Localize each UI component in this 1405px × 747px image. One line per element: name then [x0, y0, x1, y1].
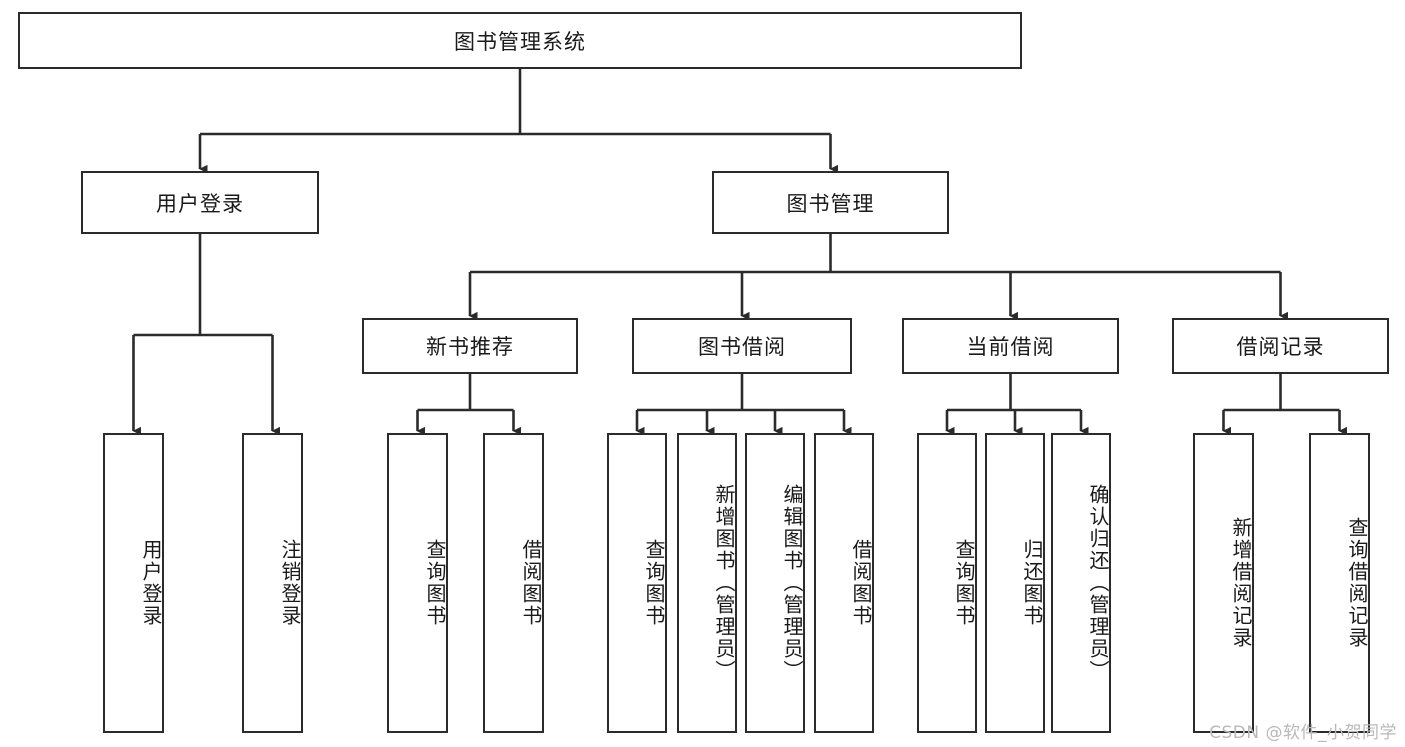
node-label: 借阅记录 [1236, 335, 1325, 359]
node-label: 查询图书 [642, 539, 666, 627]
node-label: 新书推荐 [426, 335, 514, 359]
node-leaf-query-record[interactable]: 查询借阅记录 [1309, 433, 1370, 733]
node-leaf-query-book-1[interactable]: 查询图书 [387, 433, 448, 733]
node-current-borrow[interactable]: 当前借阅 [902, 318, 1119, 374]
node-label: 图书管理 [786, 191, 875, 216]
node-label: 查询图书 [952, 539, 976, 627]
node-leaf-borrow-book-2[interactable]: 借阅图书 [814, 433, 874, 733]
node-leaf-query-book-3[interactable]: 查询图书 [917, 433, 977, 733]
node-label: 新增借阅记录 [1229, 517, 1253, 649]
node-new-book-recommend[interactable]: 新书推荐 [362, 318, 578, 374]
node-leaf-query-book-2[interactable]: 查询图书 [607, 433, 667, 733]
node-leaf-add-book[interactable]: 新增图书（管理员） [677, 433, 737, 733]
node-user-login[interactable]: 用户登录 [81, 171, 319, 234]
node-label: 借阅图书 [849, 539, 873, 627]
node-label: 用户登录 [139, 539, 163, 627]
node-leaf-user-login[interactable]: 用户登录 [103, 433, 164, 733]
node-leaf-logout[interactable]: 注销登录 [242, 433, 303, 733]
node-label: 确认归还（管理员） [1086, 484, 1110, 682]
node-label: 新增图书（管理员） [712, 484, 736, 682]
node-leaf-borrow-book-1[interactable]: 借阅图书 [483, 433, 544, 733]
watermark-label: CSDN @软件_小贺同学 [1209, 723, 1397, 743]
node-root[interactable]: 图书管理系统 [18, 12, 1022, 69]
node-borrow-record[interactable]: 借阅记录 [1172, 318, 1389, 374]
node-label: 用户登录 [156, 191, 244, 216]
node-label: 图书管理系统 [454, 29, 586, 54]
node-leaf-return-book[interactable]: 归还图书 [985, 433, 1045, 733]
node-label: 查询图书 [423, 539, 447, 627]
node-leaf-edit-book[interactable]: 编辑图书（管理员） [745, 433, 805, 733]
node-label: 当前借阅 [966, 335, 1055, 359]
node-book-borrow[interactable]: 图书借阅 [632, 318, 852, 374]
node-leaf-confirm-return[interactable]: 确认归还（管理员） [1051, 433, 1111, 733]
node-label: 图书借阅 [698, 335, 786, 359]
node-label: 借阅图书 [519, 539, 543, 627]
node-label: 编辑图书（管理员） [780, 484, 804, 682]
node-label: 归还图书 [1020, 539, 1044, 627]
node-label: 查询借阅记录 [1345, 517, 1369, 649]
node-label: 注销登录 [278, 539, 302, 627]
node-leaf-add-record[interactable]: 新增借阅记录 [1193, 433, 1254, 733]
node-book-manage[interactable]: 图书管理 [712, 171, 949, 234]
